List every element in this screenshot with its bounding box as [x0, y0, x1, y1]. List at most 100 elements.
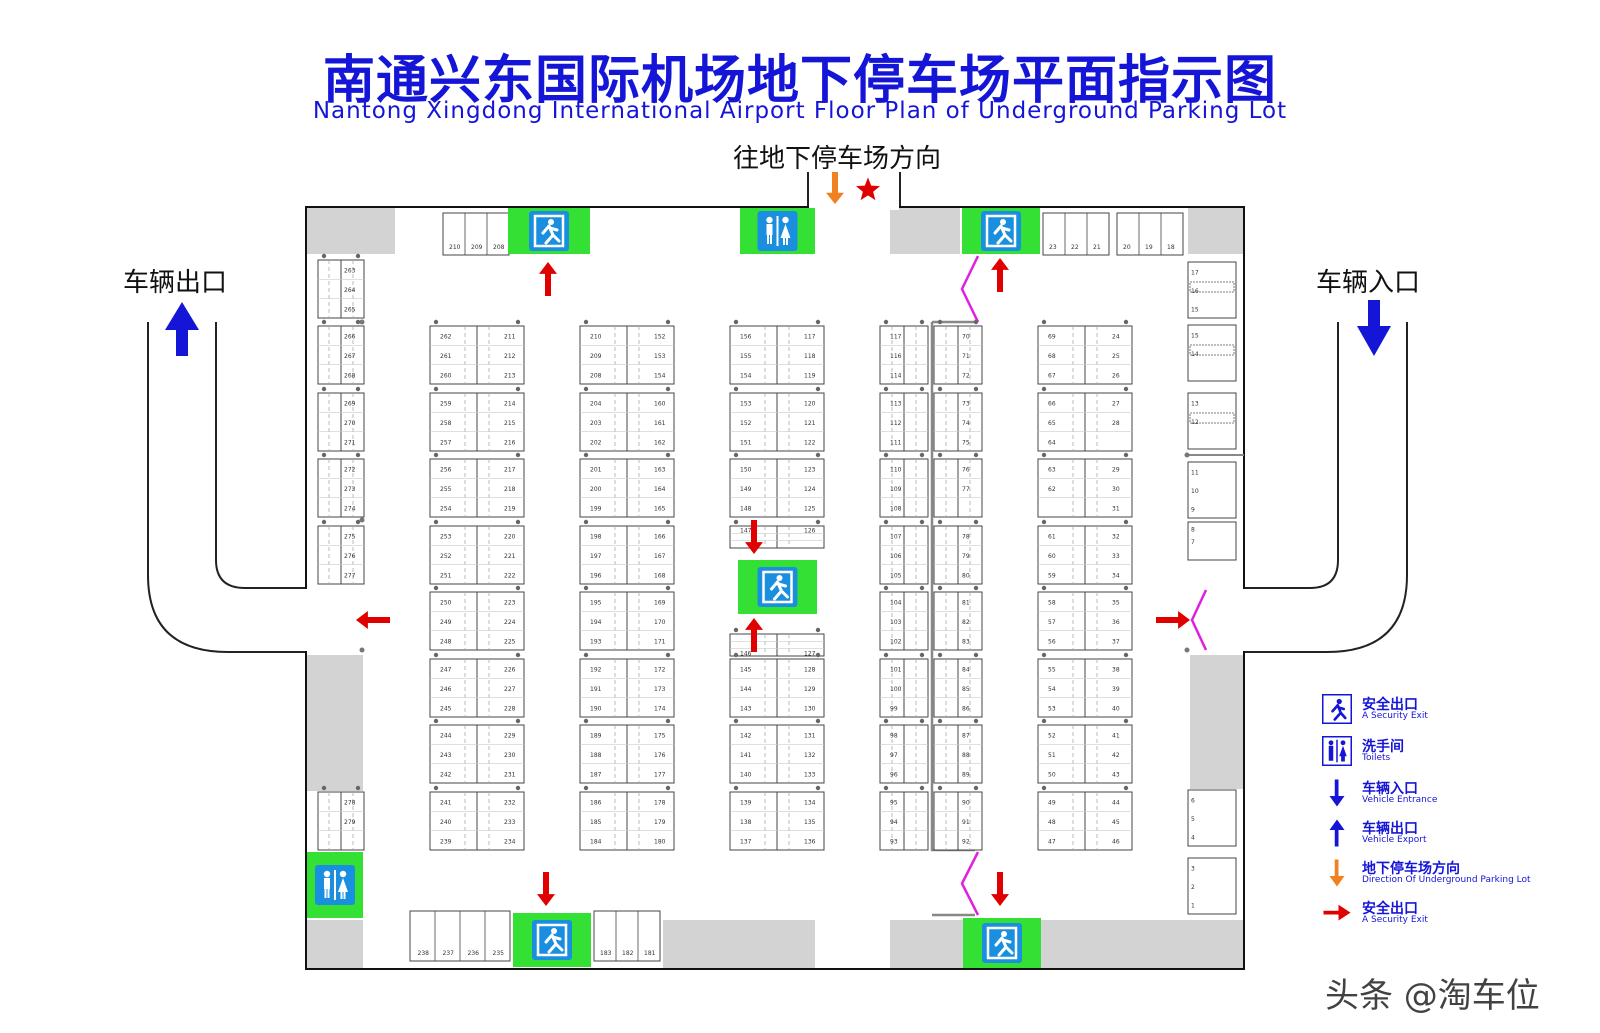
space-number: 168 — [654, 572, 666, 579]
space-number: 17 — [1191, 269, 1199, 276]
security-exit-sign-top-right — [962, 208, 1040, 254]
space-number: 269 — [344, 401, 356, 408]
pillar — [937, 319, 943, 325]
space-number: 153 — [740, 401, 752, 408]
space-number: 156 — [740, 334, 752, 341]
page-title: 南通兴东国际机场地下停车场平面指示图 — [322, 51, 1277, 111]
space-number: 23 — [1049, 244, 1057, 251]
legend-cn: 车辆入口 — [1362, 781, 1418, 797]
space-number: 107 — [890, 534, 902, 541]
pillar — [883, 319, 889, 325]
pillar — [815, 785, 821, 791]
space-number: 241 — [440, 800, 452, 807]
space-number: 41 — [1112, 733, 1120, 740]
pillar — [1041, 785, 1047, 791]
space-number: 58 — [1048, 600, 1056, 607]
space-number: 37 — [1112, 638, 1120, 645]
space-number: 213 — [504, 372, 516, 379]
space-number: 263 — [344, 268, 356, 275]
space-number: 120 — [804, 401, 816, 408]
space-number: 250 — [440, 600, 452, 607]
space-number: 233 — [504, 819, 516, 826]
space-number: 132 — [804, 752, 816, 759]
space-number: 187 — [590, 771, 602, 778]
exit-opening — [300, 589, 310, 651]
space-number: 95 — [890, 800, 898, 807]
space-number: 123 — [804, 467, 816, 474]
space-number: 162 — [654, 439, 666, 446]
pillar — [1123, 718, 1129, 724]
space-number: 140 — [740, 771, 752, 778]
space-number: 62 — [1048, 486, 1056, 493]
pillar — [883, 386, 889, 392]
pillar — [937, 785, 943, 791]
pillar — [973, 319, 979, 325]
space-number: 152 — [740, 420, 752, 427]
space-number: 113 — [890, 401, 902, 408]
space-number: 8 — [1191, 526, 1195, 533]
pillar — [919, 519, 925, 525]
legend-item-vehicle-export: 车辆出口 Vehicle Export — [1322, 818, 1582, 852]
space-number: 49 — [1048, 800, 1056, 807]
space-number: 105 — [890, 572, 902, 579]
space-number: 192 — [590, 667, 602, 674]
space-number: 87 — [962, 733, 970, 740]
legend-cn: 安全出口 — [1362, 901, 1418, 917]
space-number: 128 — [804, 667, 816, 674]
watermark: 头条 @淘车位 — [1325, 976, 1540, 1016]
space-number: 195 — [590, 600, 602, 607]
security-exit-sign-center — [738, 560, 817, 614]
space-number: 90 — [962, 800, 970, 807]
red-right-arrow-icon — [1156, 611, 1190, 629]
pillar — [665, 652, 671, 658]
pillar — [919, 785, 925, 791]
running-man-icon — [1322, 694, 1352, 724]
space-number: 40 — [1112, 705, 1120, 712]
pillar — [937, 718, 943, 724]
space-number: 165 — [654, 505, 666, 512]
access-roads — [147, 172, 1408, 653]
space-number: 138 — [740, 819, 752, 826]
space-number: 252 — [440, 553, 452, 560]
toilet-icon — [315, 865, 355, 905]
space-number: 80 — [962, 572, 970, 579]
legend-item-toilets: 洗手间 Toilets — [1322, 736, 1582, 770]
space-number: 126 — [804, 528, 816, 535]
wall-block-right: 654 — [1187, 789, 1237, 847]
pillar — [733, 785, 739, 791]
pillar — [815, 718, 821, 724]
space-number: 261 — [440, 353, 452, 360]
space-number: 53 — [1048, 705, 1056, 712]
legend-en: A Security Exit — [1362, 915, 1428, 925]
space-number: 52 — [1048, 733, 1056, 740]
pillar — [937, 585, 943, 591]
space-number: 215 — [504, 420, 516, 427]
space-number: 13 — [1191, 400, 1199, 407]
space-number: 129 — [804, 686, 816, 693]
pillar — [665, 519, 671, 525]
orange-down-arrow-icon — [826, 172, 844, 204]
space-number: 254 — [440, 505, 452, 512]
pillar — [937, 652, 943, 658]
space-number: 78 — [962, 534, 970, 541]
pillar — [1123, 452, 1129, 458]
space-number: 146 — [740, 650, 752, 657]
pillar — [433, 319, 439, 325]
space-number: 161 — [654, 420, 666, 427]
space-number: 208 — [590, 372, 602, 379]
space-number: 239 — [440, 838, 452, 845]
space-number: 265 — [344, 306, 356, 313]
space-number: 196 — [590, 572, 602, 579]
pillar — [883, 585, 889, 591]
pillar — [937, 452, 943, 458]
space-number: 61 — [1048, 534, 1056, 541]
pillar — [1041, 652, 1047, 658]
